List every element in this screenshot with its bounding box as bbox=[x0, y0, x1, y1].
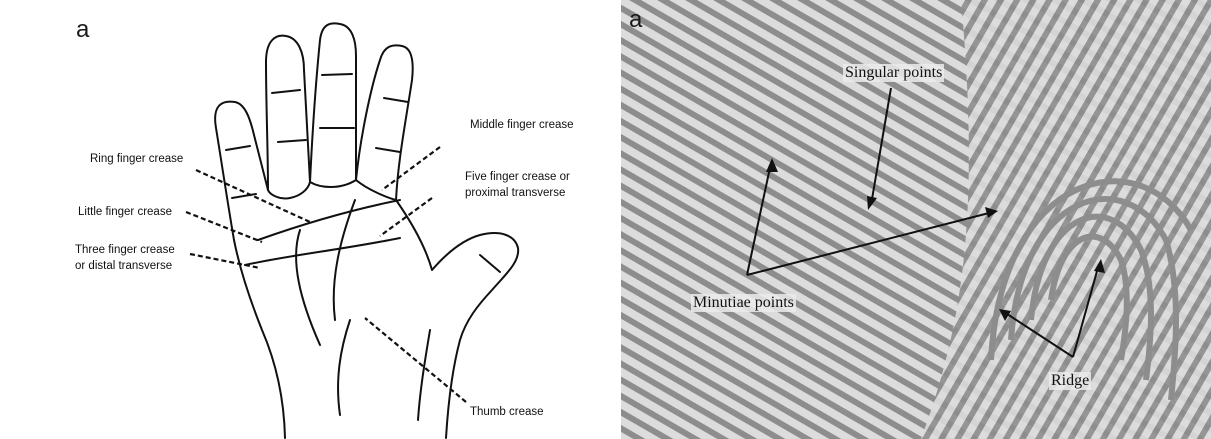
little-finger-crease-label: Little finger crease bbox=[78, 205, 172, 219]
middle-finger-crease-label: Middle finger crease bbox=[470, 118, 574, 132]
ring-finger-crease-label: Ring finger crease bbox=[90, 152, 183, 166]
hand-outline bbox=[215, 23, 518, 438]
fingerprint-panel: a Singular points Minutiae points Ridge bbox=[621, 0, 1211, 439]
five-finger-crease-label-line2: proximal transverse bbox=[465, 186, 565, 200]
palm-drawing bbox=[0, 0, 620, 439]
singular-points-label: Singular points bbox=[843, 64, 944, 82]
panel-letter-right: a bbox=[629, 6, 642, 34]
palm-crease-panel: a Middle finger crease Ring finger creas… bbox=[0, 0, 620, 439]
three-finger-crease-label-line1: Three finger crease bbox=[75, 243, 175, 257]
five-finger-crease-label-line1: Five finger crease or bbox=[465, 170, 570, 184]
minutiae-points-label: Minutiae points bbox=[691, 294, 796, 312]
ridge-label: Ridge bbox=[1049, 372, 1091, 390]
panel-letter-left: a bbox=[76, 16, 89, 44]
three-finger-crease-label-line2: or distal transverse bbox=[75, 259, 172, 273]
thumb-crease-label: Thumb crease bbox=[470, 405, 544, 419]
